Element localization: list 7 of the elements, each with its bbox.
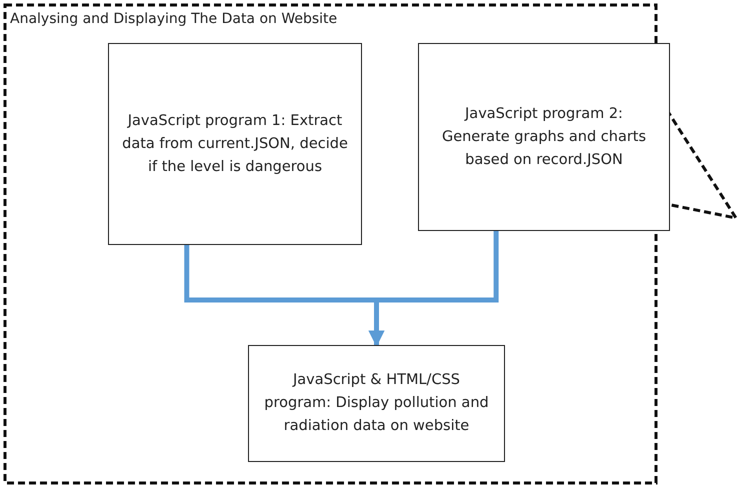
process-box (108, 43, 362, 245)
process-box (248, 345, 505, 462)
process-text: JavaScript program 1: Extract data from current.JSON, decide if the level is dangerous (121, 112, 349, 176)
frame-heading: Analysing and Displaying The Data on Website (10, 11, 338, 27)
process-box (418, 43, 670, 231)
process-text: JavaScript & HTML/CSS program: Display pollution and radiation data on website (263, 371, 490, 436)
process-text: JavaScript program 2: Generate graphs and charts based on record.JSON (440, 104, 648, 170)
